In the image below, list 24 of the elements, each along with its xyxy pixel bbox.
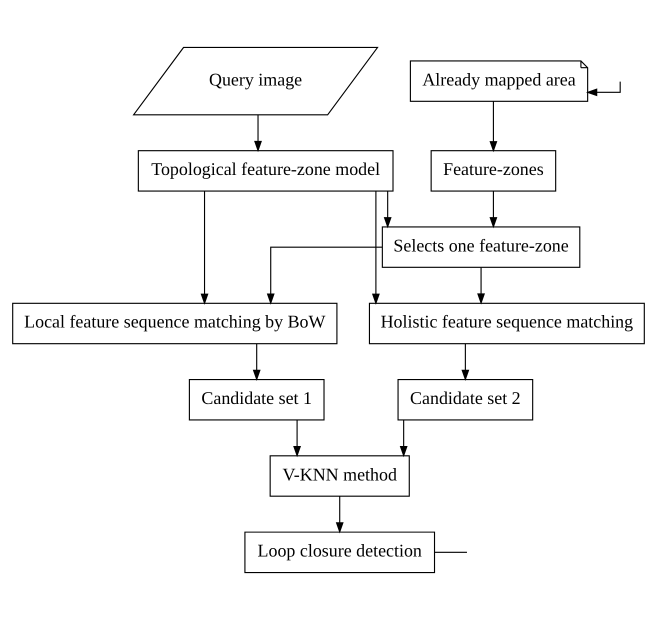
arrow [372, 190, 380, 304]
arrow [336, 496, 344, 534]
arrow [489, 190, 498, 228]
node-box: Local feature sequence matching by BoW [12, 302, 338, 344]
arrow [252, 343, 261, 380]
arrow [461, 343, 470, 380]
node-box: Selects one feature-zone [382, 226, 580, 268]
node-box: Topological feature-zone model [138, 150, 394, 192]
arrow [200, 190, 208, 304]
node-box: Holistic feature sequence matching [368, 302, 645, 344]
node-box: Feature-zones [430, 150, 556, 192]
arrow [384, 190, 392, 228]
node-box: V-KNN method [270, 454, 410, 496]
connector [434, 551, 467, 552]
arrow [266, 246, 382, 304]
arrow [489, 101, 498, 152]
arrow [477, 267, 485, 304]
arrow [254, 114, 262, 152]
arrow [586, 81, 621, 96]
arrow [293, 420, 302, 457]
arrow [400, 420, 408, 457]
node-box: Loop closure detection [244, 531, 436, 573]
node-box: Candidate set 1 [188, 378, 325, 420]
node-box: Candidate set 2 [398, 378, 534, 420]
